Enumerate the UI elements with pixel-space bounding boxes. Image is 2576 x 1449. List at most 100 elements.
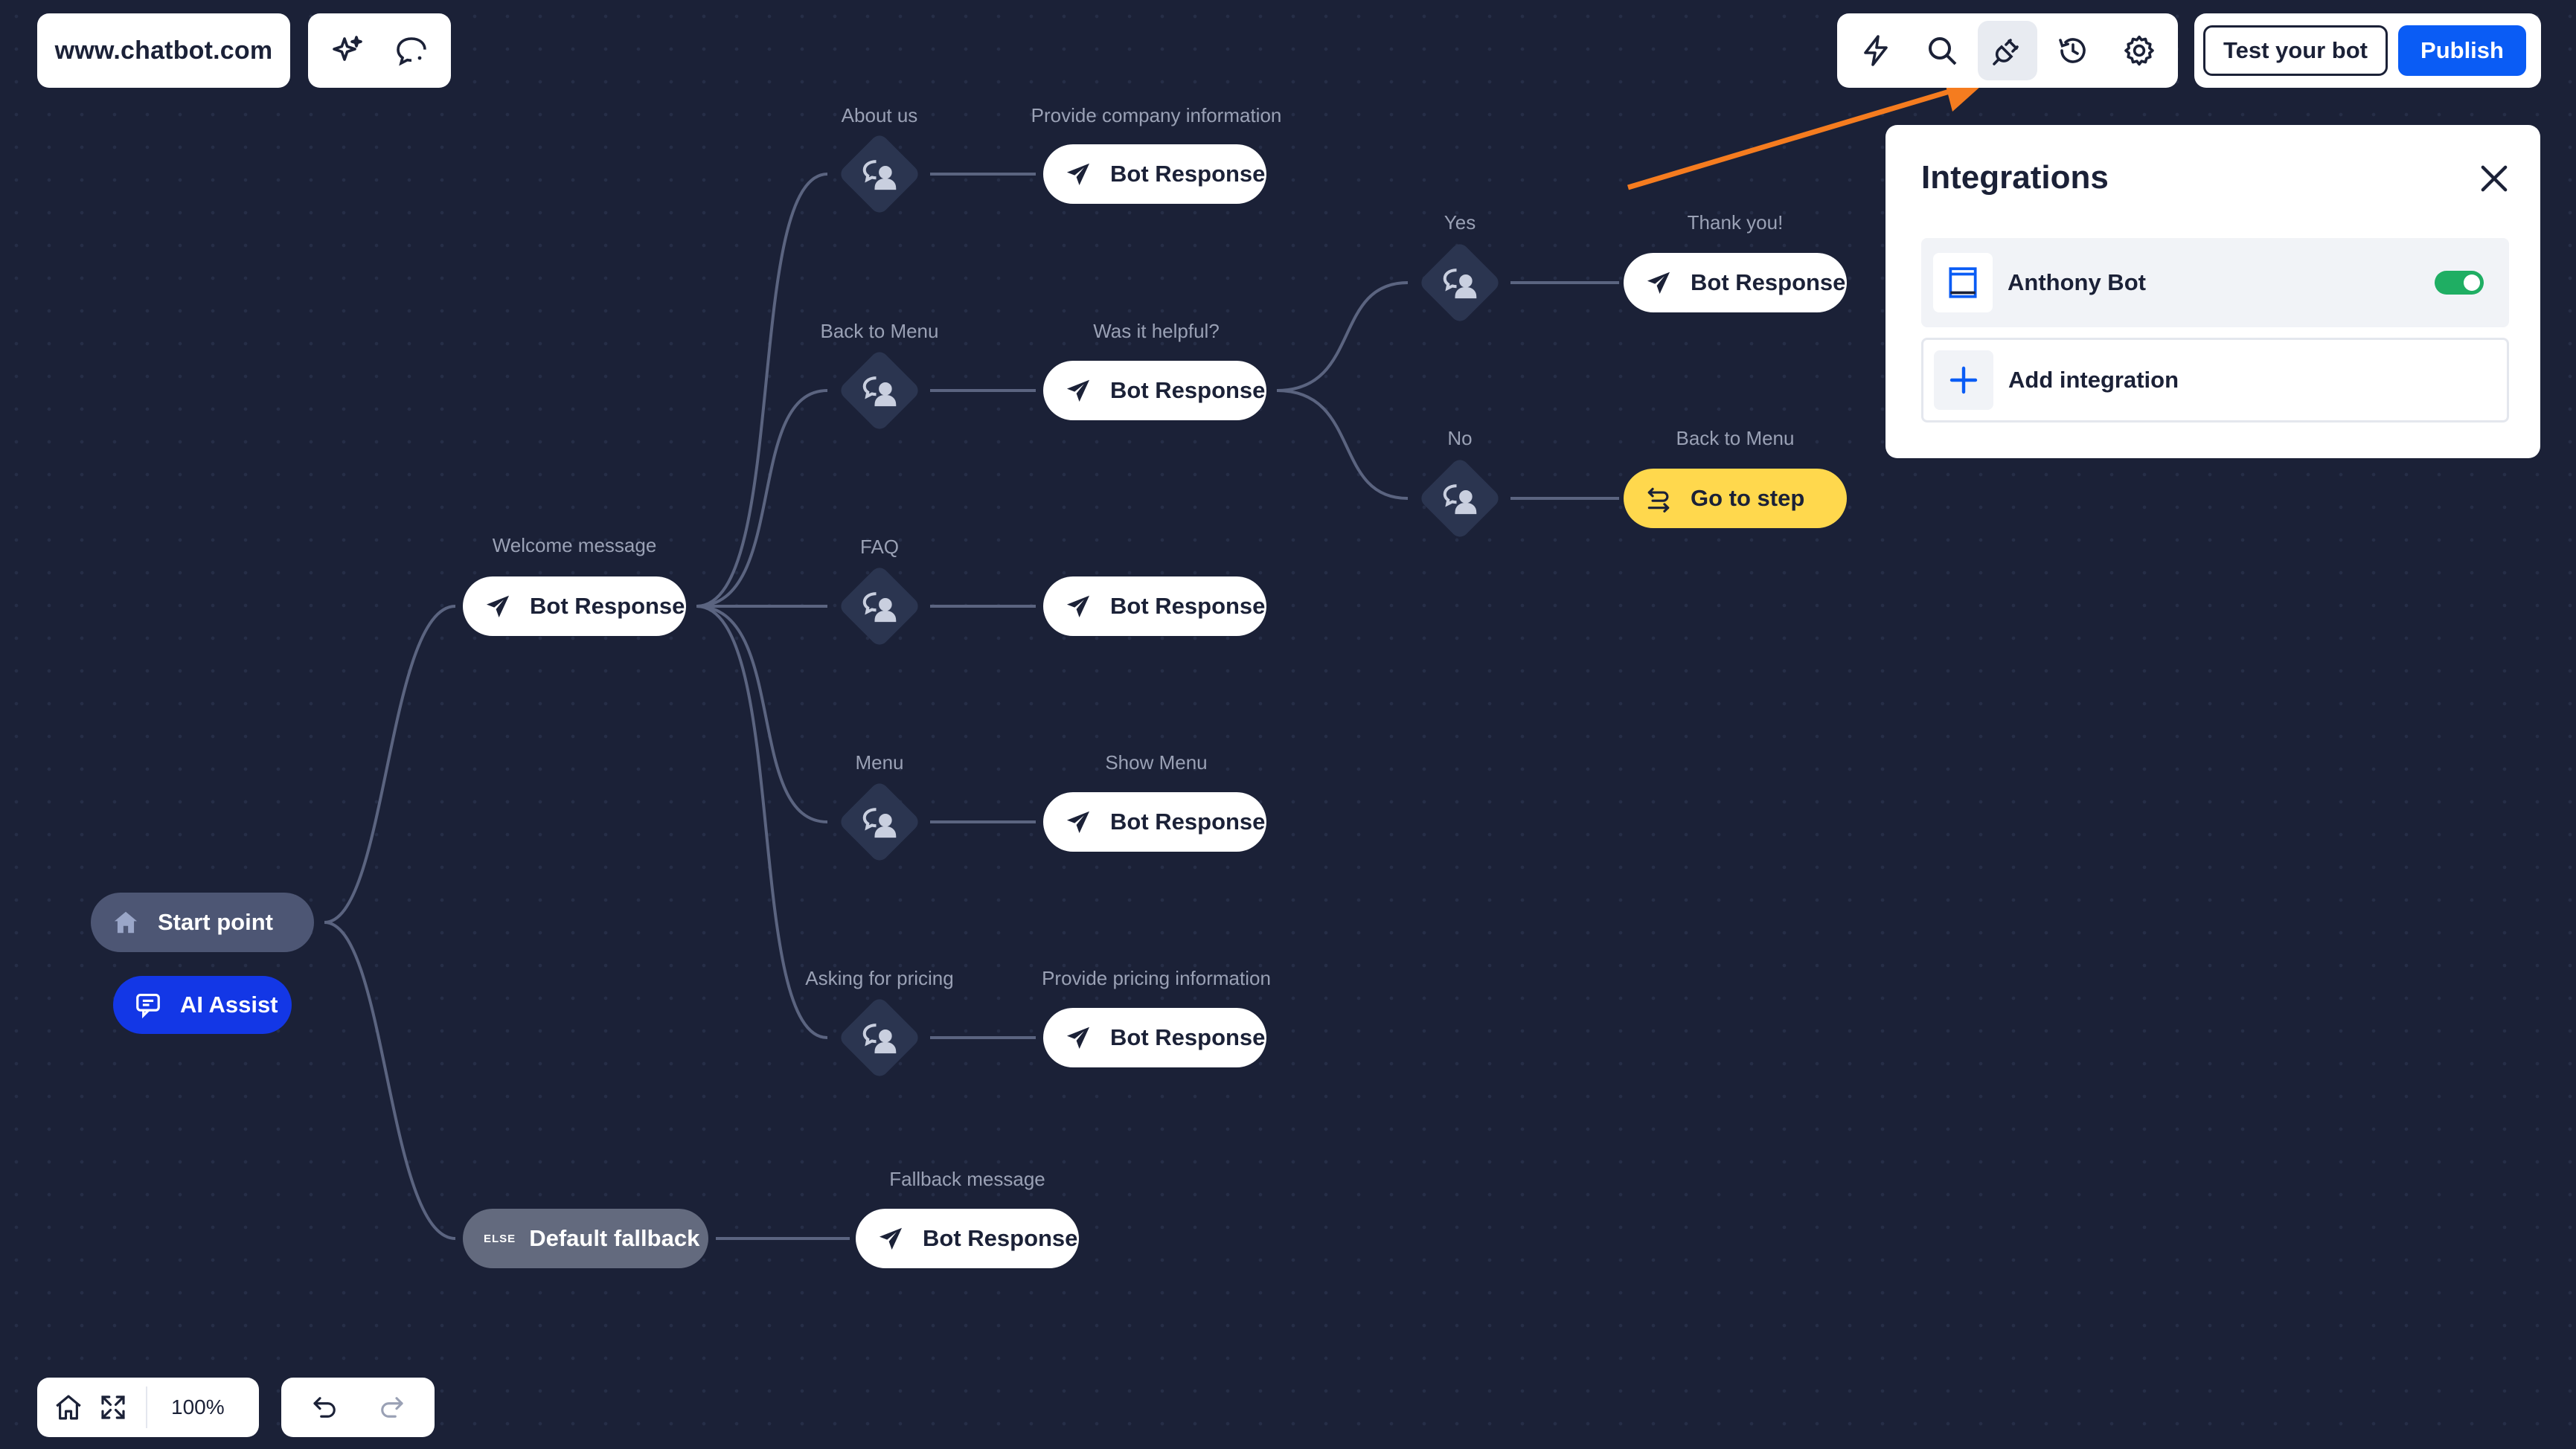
sub-trigger-label: No — [1447, 427, 1473, 449]
user-chat-icon — [1443, 269, 1477, 299]
chat-preview-button[interactable] — [382, 21, 441, 80]
send-icon — [879, 1227, 903, 1250]
test-bot-button[interactable]: Test your bot — [2203, 25, 2388, 76]
goto-arrows-icon — [1647, 487, 1670, 513]
home-view-button[interactable] — [46, 1385, 91, 1430]
response-label: Was it helpful? — [1093, 320, 1220, 342]
response-label: Provide company information — [1031, 104, 1282, 126]
bot-response-node[interactable]: Bot Response — [1043, 1008, 1266, 1067]
send-icon — [1066, 595, 1090, 618]
publish-toolbar: Test your bot Publish — [2194, 13, 2541, 88]
welcome-label: Welcome message — [492, 534, 657, 556]
node-label: Bot Response — [1110, 377, 1266, 403]
response-label: Show Menu — [1105, 751, 1208, 774]
fallback-response-label: Fallback message — [889, 1168, 1045, 1190]
response-label: Provide pricing information — [1042, 967, 1271, 989]
send-icon — [1066, 811, 1090, 834]
fit-view-button[interactable] — [91, 1385, 135, 1430]
ai-assist-button[interactable]: AI Assist — [113, 976, 292, 1034]
plus-icon — [1949, 366, 1978, 394]
else-tag: ELSE — [484, 1232, 516, 1245]
panel-title: Integrations — [1921, 159, 2109, 196]
fullscreen-icon — [101, 1395, 125, 1419]
fallback-bot-response[interactable]: Bot Response — [856, 1209, 1079, 1268]
node-label: Bot Response — [1691, 269, 1846, 295]
integration-item[interactable]: Anthony Bot — [1921, 238, 2509, 327]
send-icon — [1066, 379, 1090, 402]
site-url-box[interactable]: www.chatbot.com — [37, 13, 290, 88]
start-point-label: Start point — [158, 909, 273, 935]
redo-button[interactable] — [369, 1385, 414, 1430]
branch-trigger-label: About us — [841, 104, 918, 126]
divider — [146, 1387, 147, 1428]
fallback-label: Default fallback — [529, 1225, 700, 1251]
branch-trigger-label: Asking for pricing — [805, 967, 954, 989]
plug-icon — [1993, 39, 2019, 65]
history-icon — [2059, 38, 2086, 63]
builder-toolbar — [1837, 13, 2178, 88]
integrations-button[interactable] — [1977, 21, 2037, 80]
history-controls — [281, 1378, 435, 1437]
undo-button[interactable] — [303, 1385, 347, 1430]
publish-button[interactable]: Publish — [2398, 25, 2526, 76]
integration-logo — [1933, 253, 1993, 312]
settings-button[interactable] — [2109, 21, 2169, 80]
node-label: Bot Response — [1110, 1024, 1266, 1050]
close-icon[interactable] — [2475, 159, 2513, 198]
user-chat-icon — [862, 592, 897, 623]
response-label: Back to Menu — [1676, 427, 1795, 449]
branch-trigger-label: FAQ — [859, 536, 900, 558]
welcome-bot-response[interactable]: Bot Response — [463, 576, 686, 636]
add-integration-button[interactable]: Add integration — [1921, 338, 2509, 423]
send-icon — [486, 595, 510, 618]
ai-assist-label: AI Assist — [180, 992, 278, 1018]
bot-response-node[interactable]: Bot Response — [1043, 792, 1266, 852]
home-icon — [56, 1395, 81, 1420]
bot-response-node[interactable]: Bot Response — [1043, 144, 1266, 204]
send-icon — [1647, 272, 1670, 295]
integration-toggle[interactable] — [2435, 271, 2484, 295]
undo-icon — [313, 1397, 336, 1418]
node-label: Bot Response — [1110, 809, 1266, 835]
start-point-node[interactable]: Start point — [91, 893, 314, 952]
redo-icon — [380, 1397, 403, 1418]
response-label: Thank you! — [1687, 211, 1784, 234]
bot-response-node[interactable]: Bot Response — [1043, 576, 1266, 636]
node-label: Bot Response — [1110, 161, 1266, 187]
branch-trigger-label: Menu — [855, 751, 904, 774]
bot-response-node[interactable]: Bot Response — [1624, 253, 1847, 312]
node-label: Bot Response — [923, 1225, 1078, 1251]
user-chat-icon — [862, 808, 897, 838]
lightning-icon — [1864, 35, 1888, 66]
user-chat-icon — [862, 160, 897, 190]
go-to-step-node[interactable]: Go to step — [1624, 469, 1847, 528]
sparkles-button[interactable] — [318, 21, 377, 80]
send-icon — [1066, 163, 1090, 186]
chat-icon — [136, 993, 160, 1019]
gear-icon — [2124, 35, 2154, 66]
ai-tools-box — [308, 13, 451, 88]
send-icon — [1066, 1026, 1090, 1050]
home-icon — [114, 911, 138, 934]
add-integration-label: Add integration — [2008, 367, 2179, 393]
window-icon — [1949, 267, 1977, 298]
plus-icon-box — [1934, 350, 1993, 410]
history-button[interactable] — [2043, 21, 2103, 80]
triggers-button[interactable] — [1846, 21, 1906, 80]
user-chat-icon — [1443, 484, 1477, 515]
user-chat-icon — [862, 376, 897, 407]
default-fallback-node[interactable]: ELSE Default fallback — [463, 1209, 708, 1268]
zoom-level[interactable]: 100% — [171, 1395, 225, 1419]
search-icon — [1928, 37, 1956, 65]
node-label: Bot Response — [530, 593, 685, 619]
node-label: Go to step — [1691, 485, 1805, 511]
node-label: Bot Response — [1110, 593, 1266, 619]
integrations-panel: Integrations Anthony Bot Add integration — [1885, 125, 2540, 458]
chat-bubble-icon — [397, 37, 426, 66]
view-controls: 100% — [37, 1378, 259, 1437]
search-button[interactable] — [1912, 21, 1972, 80]
branch-trigger-label: Back to Menu — [820, 320, 939, 342]
bot-response-node[interactable]: Bot Response — [1043, 361, 1266, 420]
sub-trigger-label: Yes — [1444, 211, 1476, 234]
